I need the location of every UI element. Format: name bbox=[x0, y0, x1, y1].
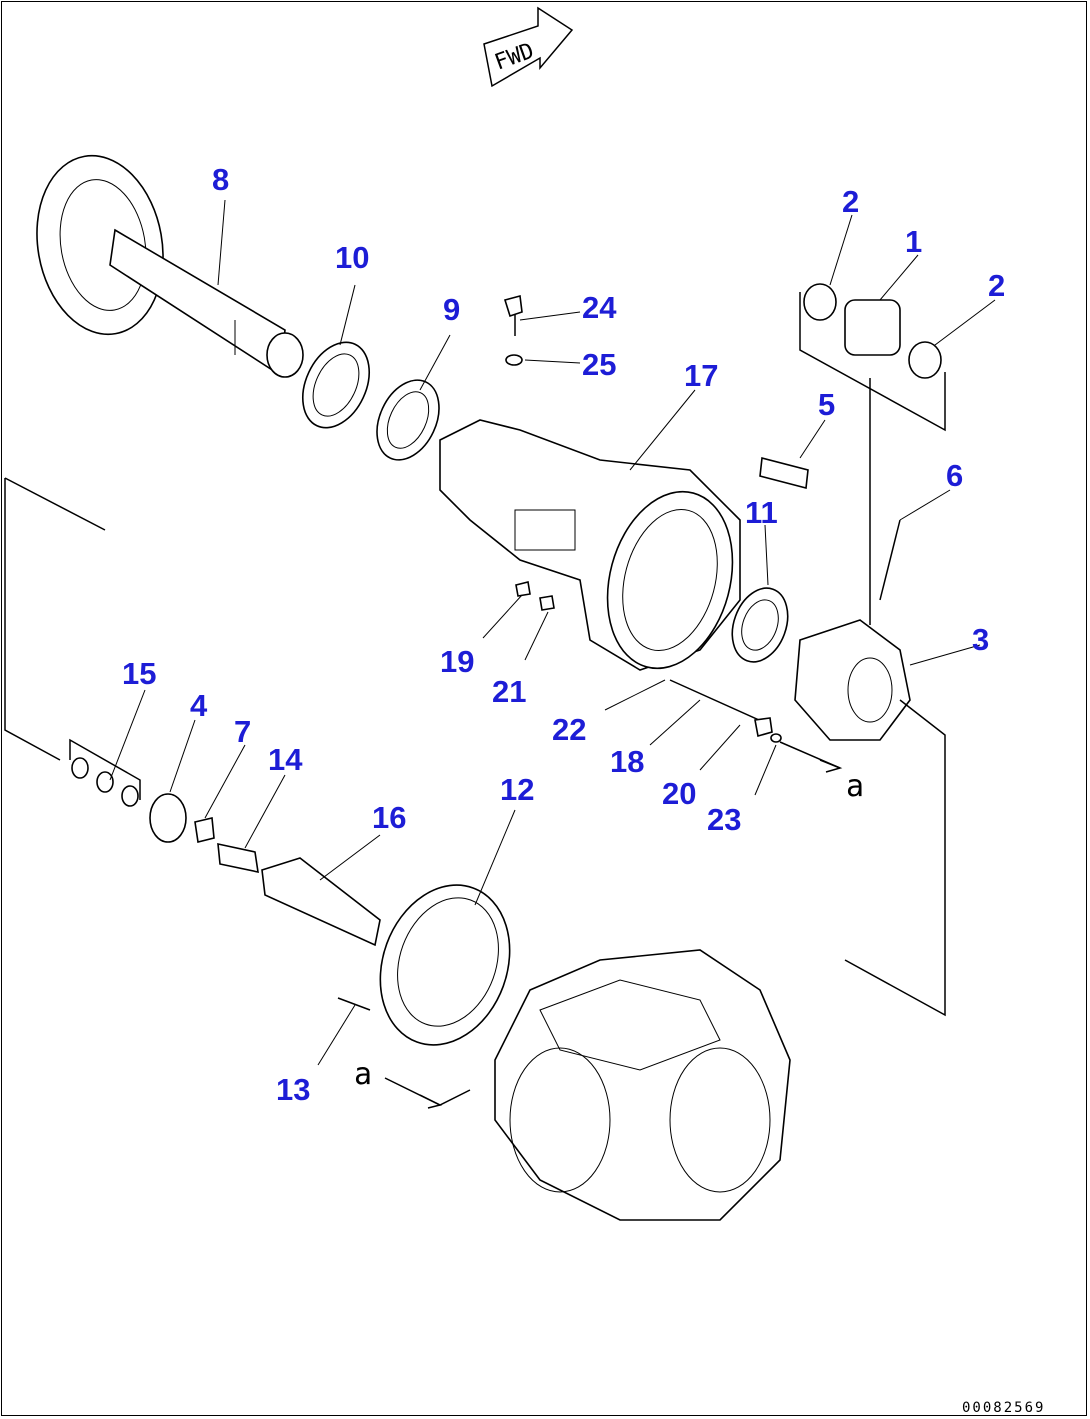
seal-10 bbox=[302, 341, 370, 429]
bearing-9 bbox=[376, 379, 440, 461]
differential-housing bbox=[494, 949, 791, 1221]
shim-15c bbox=[121, 785, 139, 807]
callout-25: 25 bbox=[582, 347, 616, 382]
callout-17: 17 bbox=[684, 358, 718, 393]
lock-7 bbox=[194, 817, 215, 843]
axle-shaft bbox=[36, 154, 304, 378]
bushing-1 bbox=[844, 299, 901, 356]
washer-2a bbox=[803, 283, 837, 321]
callout-23: 23 bbox=[707, 802, 741, 837]
forward-label: FWD bbox=[492, 39, 538, 76]
ref-marker-a-lower: a bbox=[354, 1057, 372, 1092]
callout-24: 24 bbox=[582, 290, 617, 325]
bearing-11 bbox=[731, 587, 789, 663]
axle-housing bbox=[439, 419, 741, 671]
callout-5: 5 bbox=[818, 387, 835, 422]
carrier-3 bbox=[794, 619, 911, 741]
callout-4: 4 bbox=[190, 688, 208, 723]
callout-15: 15 bbox=[122, 656, 156, 691]
callout-7: 7 bbox=[234, 714, 251, 749]
callout-18: 18 bbox=[610, 744, 644, 779]
fitting-20 bbox=[754, 717, 773, 738]
leader-lines bbox=[109, 199, 996, 1066]
forward-arrow-icon: FWD bbox=[483, 6, 574, 88]
callout-21: 21 bbox=[492, 674, 526, 709]
shim-15a bbox=[71, 757, 89, 779]
callout-10: 10 bbox=[335, 240, 369, 275]
plate-4 bbox=[149, 793, 187, 843]
callout-11: 11 bbox=[745, 495, 778, 530]
callout-13: 13 bbox=[276, 1072, 310, 1107]
pin-5 bbox=[759, 456, 809, 490]
ring-12 bbox=[379, 884, 511, 1046]
o-ring-23 bbox=[770, 733, 782, 743]
callout-14: 14 bbox=[268, 742, 303, 777]
callout-12: 12 bbox=[500, 772, 534, 807]
callout-3: 3 bbox=[972, 622, 989, 657]
callout-2a: 2 bbox=[842, 184, 859, 219]
callout-6: 6 bbox=[946, 458, 963, 493]
pin-13 bbox=[337, 997, 371, 1011]
callout-22: 22 bbox=[552, 712, 586, 747]
pivot-pin-16 bbox=[261, 857, 381, 947]
callout-16: 16 bbox=[372, 800, 406, 835]
bolt-14 bbox=[217, 842, 259, 874]
shim-15b bbox=[96, 771, 114, 793]
callout-20: 20 bbox=[662, 776, 696, 811]
plug-21 bbox=[539, 595, 555, 611]
bolt-6 bbox=[879, 519, 901, 601]
o-ring-25 bbox=[505, 354, 523, 366]
callout-8: 8 bbox=[212, 162, 229, 197]
callout-19: 19 bbox=[440, 644, 474, 679]
callout-9: 9 bbox=[443, 292, 460, 327]
plug-24 bbox=[503, 294, 523, 318]
washer-2b bbox=[908, 341, 942, 379]
document-number: 00082569 bbox=[962, 1400, 1045, 1416]
callout-2b: 2 bbox=[988, 268, 1005, 303]
plug-19 bbox=[515, 581, 531, 597]
ref-marker-a-upper: a bbox=[846, 769, 864, 804]
callout-1: 1 bbox=[905, 224, 922, 259]
